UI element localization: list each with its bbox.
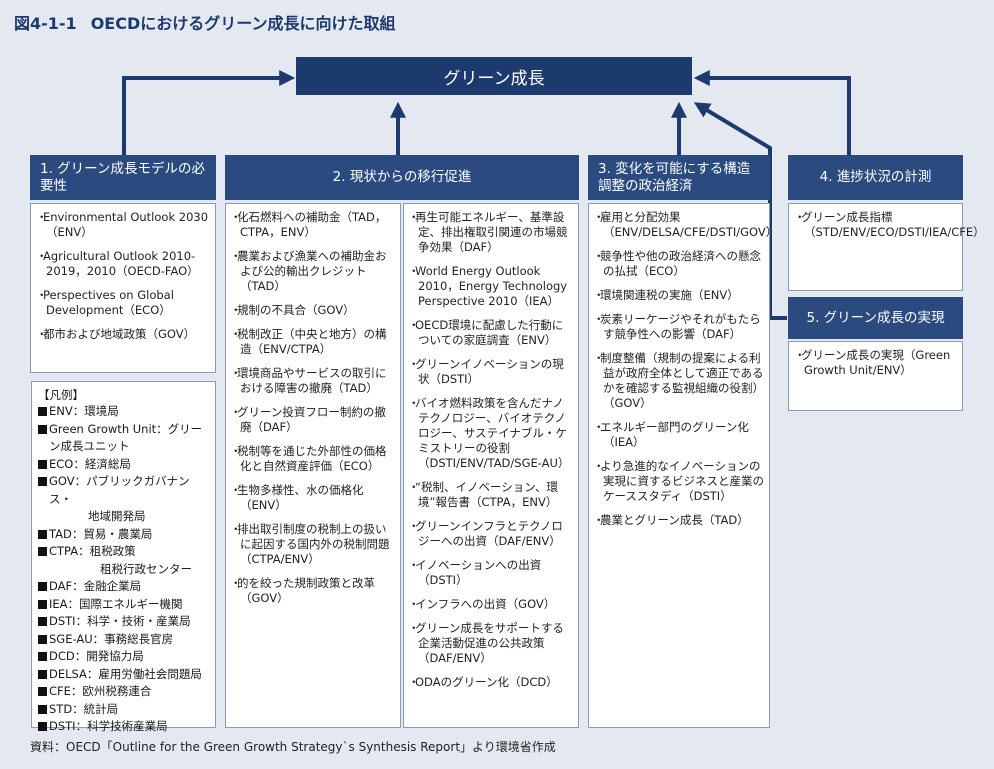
source-note: 資料：OECD「Outline for the Green Growth Str…	[30, 740, 556, 754]
list-item: 再生可能エネルギー、基準設定、排出権取引関連の市場競争効果（DAF）	[408, 210, 574, 255]
legend-entry: DAF：金融企業局	[38, 578, 209, 596]
category-3-panel: 雇用と分配効果（ENV/DELSA/CFE/DSTI/GOV） 競争性や他の政治…	[588, 203, 777, 728]
category-5-header: 5. グリーン成長の実現	[788, 297, 963, 339]
legend-title: 【凡例】	[38, 388, 84, 402]
list-item: グリーン投資フロー制約の撤廃（DAF）	[230, 405, 396, 435]
list-item: 都市および地域政策（GOV）	[36, 327, 210, 342]
legend-entry-continuation: 租税行政センター	[100, 561, 192, 576]
list-item: 制度整備（規制の提案による利益が政府全体として適正であるかを確認する監視組織の役…	[593, 351, 765, 411]
legend-entry: DELSA：雇用労働社会問題局	[38, 666, 209, 684]
legend-entry: CTPA：租税政策	[38, 543, 209, 561]
category-2-label: 2. 現状からの移行促進	[332, 169, 472, 185]
list-item: “税制、イノベーション、環境”報告書（CTPA，ENV）	[408, 480, 574, 510]
list-item: バイオ燃料政策を含んだナノテクノロジー、バイオテクノロジー、サステイナブル・ケミ…	[408, 396, 574, 471]
list-item: グリーンインフラとテクノロジーへの出資（DAF/ENV）	[408, 519, 574, 549]
category-2-panel-left: 化石燃料への補助金（TAD，CTPA，ENV） 農業および漁業への補助金および公…	[225, 203, 401, 728]
list-item: より急進的なイノベーションの実現に資するビジネスと産業のケーススタディ（DSTI…	[593, 459, 765, 504]
goal-label: グリーン成長	[443, 68, 545, 89]
arrow-cat4-to-goal	[693, 70, 851, 155]
list-item: Environmental Outlook 2030（ENV）	[36, 210, 210, 240]
category-2-panel-right: 再生可能エネルギー、基準設定、排出権取引関連の市場競争効果（DAF） World…	[403, 203, 579, 728]
category-1-header: 1. グリーン成長モデルの必要性	[30, 155, 216, 200]
category-4-header: 4. 進捗状況の計測	[788, 155, 963, 200]
list-item: 競争性や他の政治経済への懸念の払拭（ECO）	[593, 249, 765, 279]
list-item: エネルギー部門のグリーン化（IEA）	[593, 420, 765, 450]
category-4-panel: グリーン成長指標（STD/ENV/ECO/DSTI/IEA/CFE）	[788, 203, 985, 291]
category-2-header: 2. 現状からの移行促進	[225, 155, 579, 200]
legend-entry: ECO：経済総局	[38, 456, 209, 474]
list-item: 排出取引制度の税制上の扱いに起因する国内外の税制問題（CTPA/ENV）	[230, 522, 396, 567]
list-item: イノベーションへの出資（DSTI）	[408, 558, 574, 588]
list-item: 税制改正（中央と地方）の構造（ENV/CTPA）	[230, 327, 396, 357]
legend-entry: CFE：欧州税務連合	[38, 683, 209, 701]
legend-entry: DSTI：科学・技術・産業局	[38, 613, 209, 631]
list-item: Agricultural Outlook 2010-2019，2010（OECD…	[36, 249, 210, 279]
list-item: 規制の不具合（GOV）	[230, 303, 396, 318]
category-5-panel: グリーン成長の実現（Green Growth Unit/ENV）	[788, 341, 963, 411]
legend-entry: SGE-AU：事務総長官房	[38, 631, 209, 649]
list-item: 的を絞った規制政策と改革（GOV）	[230, 576, 396, 606]
category-3-label: 3. 変化を可能にする構造調整の政治経済	[598, 160, 751, 194]
list-item: 雇用と分配効果（ENV/DELSA/CFE/DSTI/GOV）	[593, 210, 777, 240]
legend-entry: ENV：環境局	[38, 403, 209, 421]
list-item: 農業および漁業への補助金および公的輸出クレジット（TAD）	[230, 249, 396, 294]
legend-entry: Green Growth Unit：グリーン成長ユニット	[38, 421, 209, 456]
list-item: ODAのグリーン化（DCD）	[408, 675, 574, 690]
list-item: グリーン成長指標（STD/ENV/ECO/DSTI/IEA/CFE）	[794, 210, 985, 240]
figure-title: 図4-1-1 OECDにおけるグリーン成長に向けた取組	[14, 10, 395, 34]
list-item: 環境関連税の実施（ENV）	[593, 288, 765, 303]
category-1-panel: Environmental Outlook 2030（ENV） Agricult…	[30, 203, 216, 373]
legend-entry: DSTI：科学技術産業局	[38, 718, 209, 736]
legend-entry: GOV：パブリックガバナンス・	[38, 473, 209, 508]
list-item: 農業とグリーン成長（TAD）	[593, 513, 765, 528]
list-item: 税制等を通じた外部性の価格化と自然資産評価（ECO）	[230, 444, 396, 474]
legend-entry: STD：統計局	[38, 701, 209, 719]
category-4-label: 4. 進捗状況の計測	[819, 169, 932, 185]
legend-entry-continuation: 地域開発局	[88, 509, 146, 523]
list-item: World Energy Outlook 2010，Energy Technol…	[408, 264, 574, 309]
category-5-label: 5. グリーン成長の実現	[806, 309, 945, 326]
list-item: OECD環境に配慮した行動についての家庭調査（ENV）	[408, 318, 574, 348]
legend-entry: TAD：貿易・農業局	[38, 526, 209, 544]
figure-title-text: OECDにおけるグリーン成長に向けた取組	[90, 14, 396, 33]
category-3-header: 3. 変化を可能にする構造調整の政治経済	[588, 155, 770, 200]
arrow-cat1-to-goal	[122, 70, 296, 155]
list-item: 生物多様性、水の価格化（ENV）	[230, 483, 396, 513]
legend-entry: DCD：開発協力局	[38, 648, 209, 666]
list-item: グリーンイノベーションの現状（DSTI）	[408, 357, 574, 387]
goal-box: グリーン成長	[296, 57, 692, 95]
category-1-label: 1. グリーン成長モデルの必要性	[40, 160, 205, 194]
figure-number: 図4-1-1	[14, 14, 77, 33]
legend: 【凡例】 ENV：環境局 Green Growth Unit：グリーン成長ユニッ…	[31, 381, 216, 733]
list-item: 炭素リーケージやそれがもたらす競争性への影響（DAF）	[593, 312, 765, 342]
list-item: グリーン成長の実現（Green Growth Unit/ENV）	[794, 348, 957, 378]
legend-entry: IEA：国際エネルギー機関	[38, 596, 209, 614]
list-item: 環境商品やサービスの取引における障害の撤廃（TAD）	[230, 366, 396, 396]
list-item: グリーン成長をサポートする企業活動促進の公共政策（DAF/ENV）	[408, 621, 574, 666]
list-item: Perspectives on Global Development（ECO）	[36, 288, 210, 318]
list-item: 化石燃料への補助金（TAD，CTPA，ENV）	[230, 210, 396, 240]
list-item: インフラへの出資（GOV）	[408, 597, 574, 612]
